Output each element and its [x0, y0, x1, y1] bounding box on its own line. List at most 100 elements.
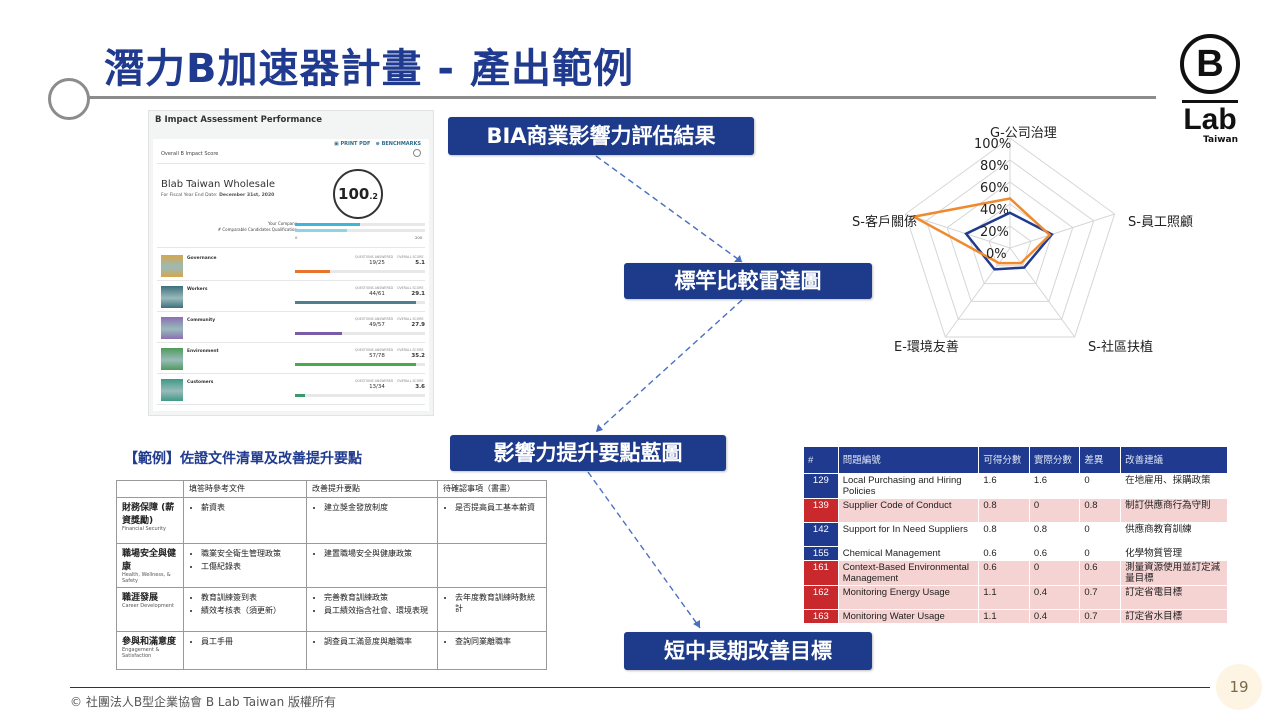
doc-bullet-item: 教育訓練簽到表 [201, 592, 301, 603]
questions-answered-value: 19/25 [369, 260, 385, 266]
bia-separator [157, 404, 425, 405]
comparable-bar [295, 229, 425, 232]
category-bar [295, 301, 425, 304]
bia-separator [157, 311, 425, 312]
improvement-gap-cell: 0 [1079, 522, 1122, 547]
improvement-suggestion-cell: 在地雇用、採購政策 [1120, 473, 1228, 499]
improvement-actual-cell: 0 [1029, 560, 1081, 586]
questions-answered-label: QUESTIONS ANSWERED [355, 348, 394, 352]
doc-bullet-list: 調查員工滿意度與離職率 [312, 636, 432, 647]
radar-tick-label: 20% [980, 225, 1009, 240]
improvement-id-cell: 162 [804, 585, 839, 610]
doc-category-name: 財務保障 (薪資獎勵) [122, 503, 175, 526]
doc-bullet-list: 建立獎金發放制度 [312, 502, 432, 513]
connector-radar-to-blueprint [595, 299, 743, 433]
doc-bullet-item: 調查員工滿意度與離職率 [324, 636, 432, 647]
radar-tick-label: 0% [986, 247, 1007, 262]
info-icon[interactable] [413, 149, 421, 157]
axis-max: 200 [415, 235, 423, 240]
improvement-actual-cell: 0.6 [1029, 546, 1081, 561]
improvement-id-cell: 161 [804, 560, 839, 586]
doc-bullet-list: 建置職場安全與健康政策 [312, 548, 432, 559]
slide-title: 潛力B加速器計畫 - 產出範例 [104, 46, 634, 92]
category-bar-fill [295, 332, 342, 335]
improvement-max-cell: 0.8 [978, 522, 1030, 547]
comparable-label: # Comparable Candidates Qualification [217, 227, 297, 232]
radar-axis-label: S-客戶關係 [852, 215, 917, 230]
doc-bullet-list: 薪資表 [189, 502, 301, 513]
questions-answered-label: QUESTIONS ANSWERED [355, 255, 394, 259]
radar-spoke [905, 213, 1011, 249]
your-company-label: Your Company [268, 221, 297, 226]
doc-header-cell: 改善提升要點 [306, 480, 438, 498]
category-bar [295, 394, 425, 397]
doc-todo-cell [437, 543, 547, 588]
page-number: 19 [1216, 664, 1262, 710]
footer-copyright: © 社團法人B型企業協會 B Lab Taiwan 版權所有 [70, 695, 336, 709]
improvement-gap-cell: 0.7 [1079, 585, 1122, 610]
doc-docs-cell: 職業安全衛生管理政策工傷紀錄表 [183, 543, 307, 588]
radar-tick-label: 80% [980, 159, 1009, 174]
improvement-id-cell: 163 [804, 609, 839, 624]
improvement-header-cell: 差異 [1079, 447, 1122, 474]
improvement-header-cell: 問題編號 [838, 447, 980, 474]
doc-todo-cell: 是否提高員工基本薪資 [437, 497, 547, 544]
overall-score-col-label: OVERALL SCORE [397, 317, 424, 321]
questions-answered-label: QUESTIONS ANSWERED [355, 379, 394, 383]
category-score: 5.1 [415, 260, 425, 266]
print-pdf-link[interactable]: PRINT PDF [340, 141, 371, 147]
callout-impact-blueprint: 影響力提升要點藍圖 [450, 435, 726, 471]
benchmarks-link[interactable]: BENCHMARKS [381, 141, 421, 147]
improvement-suggestion-cell: 訂定省水目標 [1120, 609, 1228, 624]
radar-grid-ring [946, 181, 1074, 302]
improvement-max-cell: 1.1 [978, 585, 1030, 610]
improvement-max-cell: 0.6 [978, 546, 1030, 561]
footer-line [70, 687, 1210, 688]
radar-grid-ring [988, 225, 1032, 267]
doc-bullet-list: 是否提高員工基本薪資 [443, 502, 541, 513]
improvement-actual-cell: 0.4 [1029, 585, 1081, 610]
category-thumbnail [161, 255, 183, 277]
doc-improve-cell: 建立獎金發放制度 [306, 497, 438, 544]
doc-category-name: 職場安全與健康 [122, 549, 177, 572]
bia-separator [157, 373, 425, 374]
doc-header-cell: 填答時參考文件 [183, 480, 307, 498]
questions-answered-value: 57/78 [369, 353, 385, 359]
doc-category-cell: 財務保障 (薪資獎勵)Financial Security [116, 497, 184, 544]
radar-grid-ring [904, 137, 1116, 338]
category-bar [295, 363, 425, 366]
doc-docs-cell: 教育訓練簽到表績效考核表（須更新） [183, 587, 307, 632]
category-thumbnail [161, 379, 183, 401]
doc-bullet-item: 職業安全衛生管理政策 [201, 548, 301, 559]
doc-todo-cell: 查詢同業離職率 [437, 631, 547, 670]
overall-score-col-label: OVERALL SCORE [397, 379, 424, 383]
doc-table-header: 填答時參考文件改善提升要點待確認事項（書畫） [116, 480, 547, 498]
category-bar [295, 332, 425, 335]
connector-bia-to-radar [595, 155, 743, 263]
overall-score-col-label: OVERALL SCORE [397, 286, 424, 290]
radar-axis-label: G-公司治理 [990, 126, 1057, 141]
connector-blueprint-to-goals [587, 471, 701, 629]
bia-links: ▣ PRINT PDF ⊕ BENCHMARKS [334, 141, 421, 147]
category-name: Environment [187, 349, 219, 354]
overall-score-col-label: OVERALL SCORE [397, 348, 424, 352]
radar-spoke [1009, 213, 1115, 249]
axis-min: 0 [295, 235, 298, 240]
overall-score-col-label: OVERALL SCORE [397, 255, 424, 259]
company-name: Blab Taiwan Wholesale [161, 179, 276, 190]
improvement-name-cell: Local Purchasing and Hiring Policies [838, 473, 980, 499]
radar-tick-label: 40% [980, 203, 1009, 218]
category-thumbnail [161, 286, 183, 308]
